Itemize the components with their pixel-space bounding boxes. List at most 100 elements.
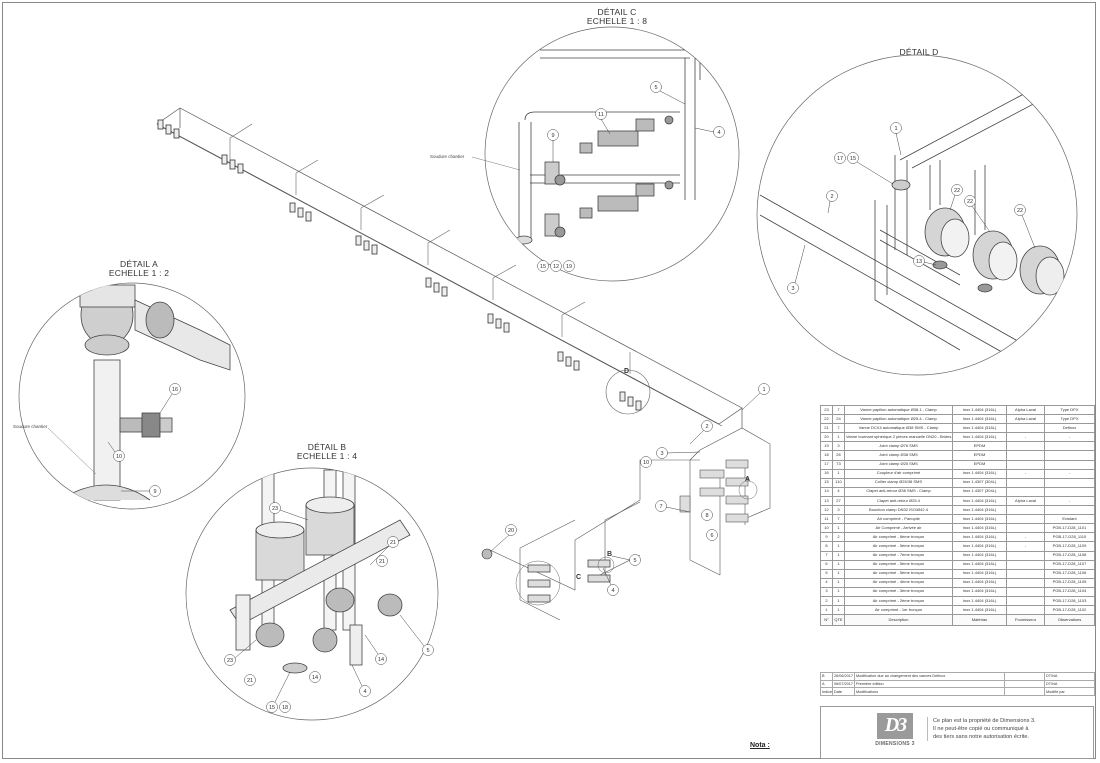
bom-cell <box>1006 577 1045 588</box>
company-logo: D3 DIMENSIONS 3 <box>873 713 917 751</box>
bom-cell: Inox 1.4404 (316L) <box>952 559 1007 570</box>
callout-b-21a: 21 <box>390 540 396 546</box>
bom-cell: EPDM <box>952 450 1007 461</box>
bom-cell: 24 <box>832 414 845 425</box>
callout-b-14a: 14 <box>378 657 384 663</box>
bom-cell <box>1006 514 1045 525</box>
bom-cell: 1 <box>832 595 845 607</box>
air-supply-line <box>489 459 700 621</box>
bom-cell <box>1006 423 1045 434</box>
bom-cell: Inox 1.4404 (316L) <box>952 523 1007 534</box>
bom-cell: Air Comprimé - Arrivée air <box>844 523 953 534</box>
bom-cell <box>1006 459 1045 470</box>
detail-a-title: DÉTAIL A ECHELLE 1 : 2 <box>94 260 184 278</box>
bom-cell: - <box>1044 432 1095 443</box>
bom-header-cell: Observations <box>1044 614 1095 627</box>
callout-main-5: 5 <box>633 558 636 564</box>
bom-cell: PGB-17-D28_1104 <box>1044 586 1095 597</box>
bom-cell: Vanne tournant sphérique 2 pièces manuel… <box>844 432 953 443</box>
detail-a-weld-note: Soudure chantier <box>13 424 48 429</box>
detail-c-weld-note: Soudure chantier <box>430 154 465 159</box>
bom-cell: 3 <box>832 505 845 516</box>
bom-cell: PGB-17-D28_1110 <box>1044 532 1095 543</box>
detail-marker-a: A <box>745 476 750 483</box>
bom-cell: 27 <box>832 495 845 507</box>
bom-cell: 16 <box>820 468 833 479</box>
bom-cell: 2 <box>832 532 845 543</box>
bom-cell: Inox 1.4404 (316L) <box>952 404 1007 416</box>
bom-cell: PGB-17-D28_1109 <box>1044 541 1095 552</box>
revision-cell: DT/NA <box>1044 672 1095 681</box>
detail-d-scale: ECHELLE 1 : 5 <box>888 56 950 66</box>
bom-cell: Vanne DCX4 automatique Ø38 SMS - Clamp <box>844 423 953 434</box>
bom-cell: Inox 1.4404 (316L) <box>952 514 1007 525</box>
bom-cell: 1 <box>832 432 845 443</box>
bom-cell: Air comprimé - 6ème tronçon <box>844 532 953 543</box>
bom-cell: 17 <box>820 459 833 470</box>
bom-cell: Type DPX <box>1044 404 1095 416</box>
bom-cell: 3 <box>832 441 845 452</box>
main-callouts: 1 2 3 10 7 8 6 20 5 4 <box>489 383 770 596</box>
bom-cell: 1 <box>832 605 845 616</box>
bom-cell: Alpha Laval <box>1006 414 1045 425</box>
bom-cell: 1 <box>832 559 845 570</box>
bom-cell: Air comprimé - 3ème tronçon <box>844 586 953 597</box>
bom-cell: Air comprimé - 4ème tronçon <box>844 577 953 588</box>
bom-cell <box>1044 486 1095 497</box>
detail-marker-b: B <box>607 551 612 558</box>
bom-cell: 1 <box>832 568 845 579</box>
bom-cell: Vanne papillon automatique Ø38.1 - Clamp <box>844 404 953 416</box>
bom-cell <box>1006 586 1045 597</box>
bom-cell: Inox 1.4404 (316L) <box>952 595 1007 607</box>
bom-cell: Inox 1.4307 (304L) <box>952 486 1007 497</box>
bom-cell: Air comprimé - Panoplie <box>844 514 953 525</box>
bom-cell: 1 <box>832 586 845 597</box>
callout-c-19: 19 <box>566 264 572 270</box>
bom-cell <box>1044 459 1095 470</box>
bom-header-cell: Fournisseur <box>1006 614 1045 627</box>
bom-cell: Air comprimé - 2ème tronçon <box>844 595 953 607</box>
revision-cell: Première édition <box>854 679 1005 688</box>
bom-cell: 3 <box>820 586 833 597</box>
bom-cell: 12 <box>820 505 833 516</box>
logo-box <box>877 713 913 739</box>
bom-cell <box>1044 441 1095 452</box>
callout-c-11: 11 <box>598 112 604 118</box>
detail-markers: A B C D <box>576 368 750 581</box>
callout-main-6: 6 <box>710 533 713 539</box>
detail-c-scale: ECHELLE 1 : 8 <box>586 16 648 26</box>
bom-cell <box>1006 450 1045 461</box>
isometric-drawing: A B C D 1 2 3 10 7 8 6 20 5 4 <box>13 26 771 721</box>
bom-header-cell: N° <box>820 614 833 627</box>
revision-cell: 06/07/2017 <box>832 679 855 688</box>
callout-c-5: 5 <box>654 85 657 91</box>
revision-cell: B <box>820 672 833 681</box>
detail-marker-c: C <box>576 574 581 581</box>
bom-cell: 110 <box>832 477 845 488</box>
bom-cell: 15 <box>820 477 833 488</box>
revision-header-cell: Modifications <box>854 687 1005 696</box>
bom-cell: 5 <box>820 568 833 579</box>
bom-cell: Inox 1.4404 (316L) <box>952 550 1007 561</box>
bom-cell: 10 <box>820 523 833 534</box>
copyright-notice: Ce plan est la propriété de Dimensions 3… <box>927 717 1098 741</box>
bom-cell: 18 <box>820 450 833 461</box>
bom-cell: PGB-17-D28_1106 <box>1044 568 1095 579</box>
bom-cell <box>1044 477 1095 488</box>
callout-b-5: 5 <box>426 648 429 654</box>
revision-cell <box>1004 672 1045 681</box>
bom-cell <box>1006 441 1045 452</box>
bom-cell: 4 <box>832 486 845 497</box>
revision-cell: A <box>820 679 833 688</box>
bom-cell: Inox 1.4404 (316L) <box>952 568 1007 579</box>
